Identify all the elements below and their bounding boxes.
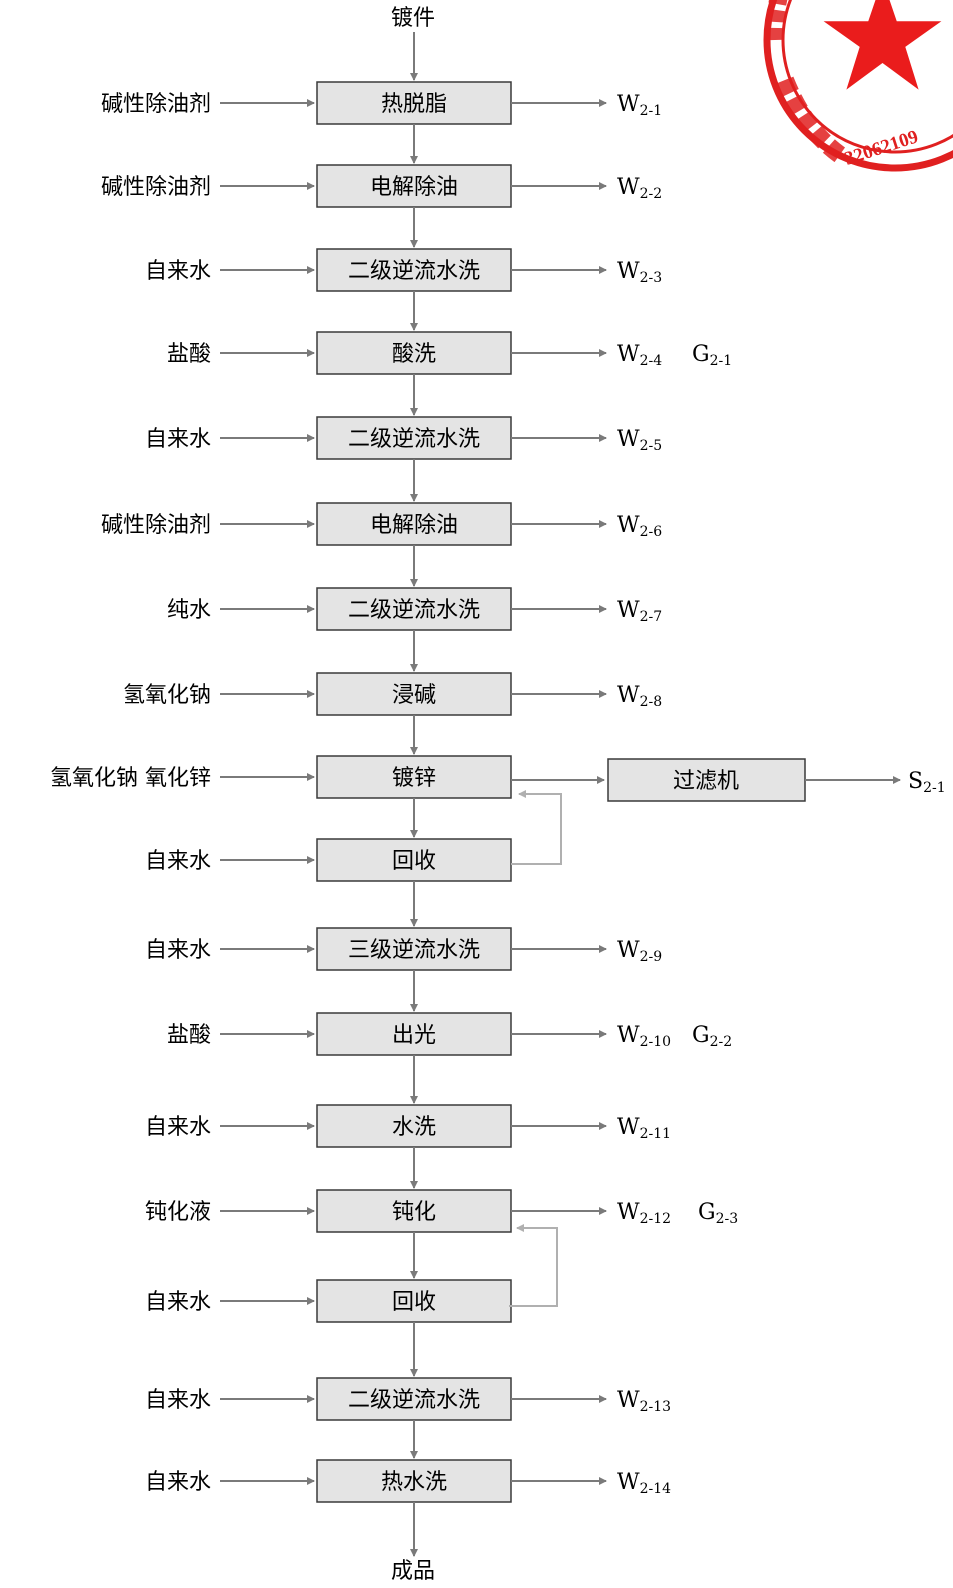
input-material-label: 自来水 bbox=[145, 259, 211, 284]
seal-number: 32062109 bbox=[842, 126, 921, 169]
process-label: 水洗 bbox=[392, 1115, 436, 1140]
input-material-label: 碱性除油剂 bbox=[101, 513, 211, 538]
process-step: 电解除油 碱性除油剂 W2-2 bbox=[101, 164, 662, 248]
input-material-label: 盐酸 bbox=[167, 1023, 211, 1048]
input-material-label: 自来水 bbox=[145, 1470, 211, 1495]
process-label: 热脱脂 bbox=[381, 92, 447, 117]
process-step: 电解除油 碱性除油剂 W2-6 bbox=[101, 502, 662, 587]
input-material-label: 自来水 bbox=[145, 938, 211, 963]
wastewater-label: W2-7 bbox=[617, 598, 662, 625]
process-step: 酸洗 盐酸 W2-4 G2-1 bbox=[167, 331, 732, 416]
input-material-label: 自来水 bbox=[145, 849, 211, 874]
process-label: 浸碱 bbox=[392, 683, 436, 708]
input-material-label: 碱性除油剂 bbox=[101, 175, 211, 200]
process-box bbox=[316, 1189, 512, 1233]
input-material-label: 碱性除油剂 bbox=[101, 92, 211, 117]
input-material-label: 钝化液 bbox=[145, 1200, 211, 1225]
process-step: 二级逆流水洗 自来水 W2-5 bbox=[145, 416, 662, 502]
process-box bbox=[316, 838, 512, 882]
process-step: 钝化 钝化液 W2-12 G2-3 bbox=[145, 1189, 738, 1279]
filter-machine-box bbox=[607, 758, 806, 802]
process-box bbox=[316, 672, 512, 716]
process-step: 热水洗 自来水 W2-14 bbox=[145, 1459, 671, 1557]
official-seal: 32062109 bbox=[763, 0, 953, 172]
process-step: 热脱脂 碱性除油剂 W2-1 bbox=[101, 81, 662, 164]
recycle-loop-passivation bbox=[509, 1224, 558, 1307]
process-box bbox=[316, 927, 512, 971]
filter-branch: 过滤机 S2-1 bbox=[511, 758, 946, 802]
input-material-label: 纯水 bbox=[167, 598, 211, 623]
process-step: 出光 盐酸 W2-10 G2-2 bbox=[167, 1012, 732, 1104]
process-step: 二级逆流水洗 纯水 W2-7 bbox=[167, 587, 662, 672]
top-input-label: 镀件 bbox=[391, 6, 435, 31]
process-label: 二级逆流水洗 bbox=[348, 259, 480, 284]
process-box bbox=[316, 1012, 512, 1056]
wastewater-label: W2-5 bbox=[617, 427, 662, 454]
process-label: 二级逆流水洗 bbox=[348, 598, 480, 623]
process-box bbox=[316, 1377, 512, 1421]
wastewater-label: W2-12 bbox=[617, 1200, 671, 1227]
input-material-label: 氢氧化钠 氧化锌 bbox=[50, 766, 211, 791]
wastewater-label: W2-14 bbox=[617, 1470, 671, 1497]
process-box bbox=[316, 1279, 512, 1323]
wastewater-label: W2-13 bbox=[617, 1388, 671, 1415]
input-material-label: 盐酸 bbox=[167, 342, 211, 367]
filter-output-label: S2-1 bbox=[908, 769, 946, 796]
gas-emission-label: G2-3 bbox=[698, 1200, 738, 1227]
wastewater-label: W2-8 bbox=[617, 683, 662, 710]
wastewater-label: W2-10 bbox=[617, 1023, 671, 1050]
wastewater-label: W2-9 bbox=[617, 938, 662, 965]
process-step: 镀锌 氢氧化钠 氧化锌 bbox=[50, 755, 512, 838]
process-label: 镀锌 bbox=[392, 766, 436, 791]
input-material-label: 自来水 bbox=[145, 1290, 211, 1315]
process-box bbox=[316, 1459, 512, 1503]
process-label: 出光 bbox=[392, 1023, 436, 1048]
seal-star bbox=[823, 0, 942, 90]
process-label: 热水洗 bbox=[381, 1470, 447, 1495]
process-step: 二级逆流水洗 自来水 W2-3 bbox=[145, 248, 662, 331]
input-material-label: 自来水 bbox=[145, 1115, 211, 1140]
wastewater-label: W2-1 bbox=[617, 92, 662, 119]
process-label: 回收 bbox=[392, 1290, 436, 1315]
filter-machine-label: 过滤机 bbox=[673, 769, 739, 794]
input-material-label: 氢氧化钠 bbox=[123, 683, 211, 708]
recycle-loop-zinc bbox=[511, 790, 562, 865]
process-label: 三级逆流水洗 bbox=[348, 938, 480, 963]
process-step: 浸碱 氢氧化钠 W2-8 bbox=[123, 672, 662, 755]
process-step: 三级逆流水洗 自来水 W2-9 bbox=[145, 927, 662, 1012]
wastewater-label: W2-2 bbox=[617, 175, 662, 202]
process-label: 酸洗 bbox=[392, 342, 436, 367]
process-step: 回收 自来水 bbox=[145, 838, 512, 927]
wastewater-label: W2-4 bbox=[617, 342, 662, 369]
input-material-label: 自来水 bbox=[145, 1388, 211, 1413]
process-label: 电解除油 bbox=[370, 513, 458, 538]
process-step: 二级逆流水洗 自来水 W2-13 bbox=[145, 1377, 671, 1459]
wastewater-label: W2-6 bbox=[617, 513, 662, 540]
wastewater-label: W2-11 bbox=[617, 1115, 671, 1142]
process-label: 电解除油 bbox=[370, 175, 458, 200]
process-label: 二级逆流水洗 bbox=[348, 1388, 480, 1413]
process-step: 水洗 自来水 W2-11 bbox=[145, 1104, 671, 1189]
wastewater-label: W2-3 bbox=[617, 259, 662, 286]
input-material-label: 自来水 bbox=[145, 427, 211, 452]
process-label: 二级逆流水洗 bbox=[348, 427, 480, 452]
gas-emission-label: G2-1 bbox=[692, 342, 732, 369]
gas-emission-label: G2-2 bbox=[692, 1023, 732, 1050]
process-label: 钝化 bbox=[392, 1200, 436, 1225]
bottom-output-label: 成品 bbox=[391, 1559, 435, 1584]
process-label: 回收 bbox=[392, 849, 436, 874]
process-step: 回收 自来水 bbox=[145, 1279, 512, 1377]
process-box bbox=[316, 331, 512, 375]
